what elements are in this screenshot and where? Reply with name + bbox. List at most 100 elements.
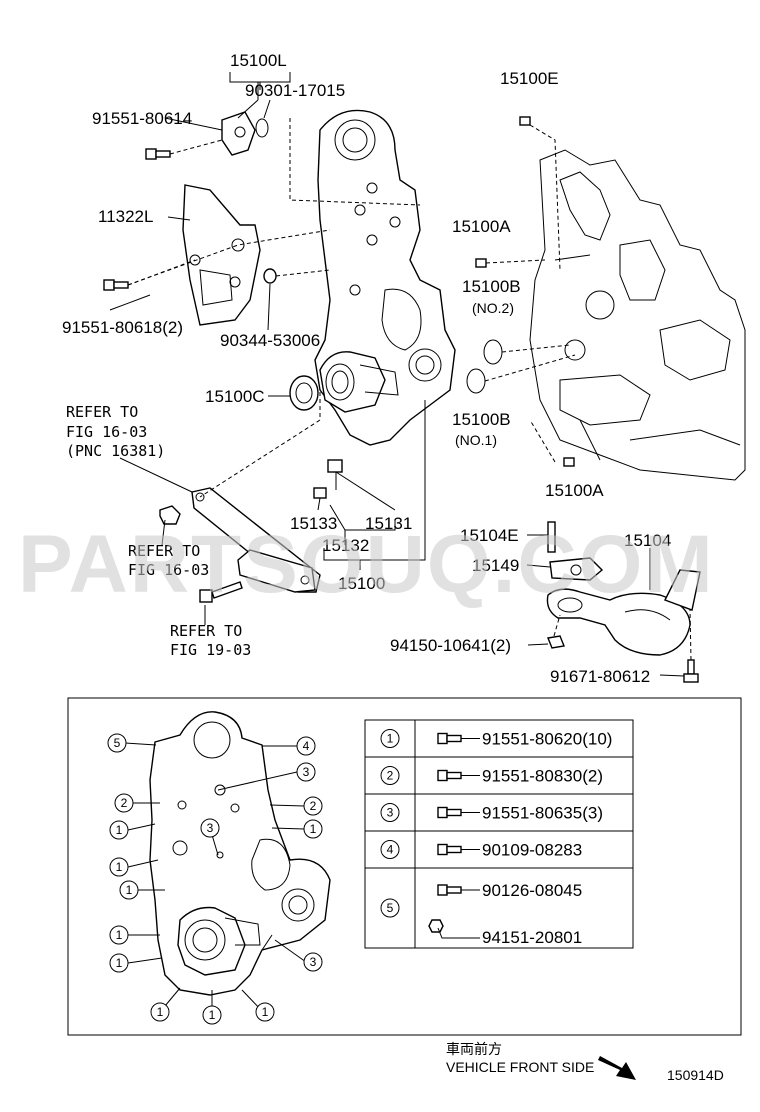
callout-number: 1: [116, 956, 123, 970]
refer-3-line-2: FIG 19-03: [170, 641, 251, 659]
direction-jp: 車両前方: [446, 1041, 502, 1057]
callout-number: 1: [209, 1008, 216, 1022]
callout-3: 3: [303, 952, 323, 972]
dowel-15100E: [519, 116, 531, 126]
callout-number: 3: [303, 765, 310, 779]
label-15100B-no2: 15100B: [462, 277, 521, 296]
plug-15133: [313, 487, 327, 499]
label-no1: (NO.1): [455, 432, 497, 448]
callout-1: 1: [303, 819, 323, 839]
label-90301-17015: 90301-17015: [245, 81, 345, 100]
bolt-91671: [683, 659, 699, 683]
label-11322L: 11322L: [98, 207, 153, 226]
label-15133: 15133: [290, 514, 337, 533]
bolt-icon: [437, 806, 462, 819]
legend-number: 4: [387, 843, 394, 857]
callout-5: 5: [107, 733, 127, 753]
label-15100A-top: 15100A: [452, 217, 511, 236]
label-15100: 15100: [338, 574, 385, 593]
refer-1-line-1: REFER TO: [66, 403, 138, 421]
callout-1: 1: [202, 1005, 222, 1025]
callout-number: 1: [116, 860, 123, 874]
direction-arrow-icon: [598, 1056, 636, 1080]
legend-row-1: 1 91551-80620(10): [380, 729, 612, 749]
callout-number: 2: [121, 796, 128, 810]
oring-15100B-no1: [466, 368, 486, 394]
bolt-icon: [437, 732, 462, 745]
gasket-15149: [549, 557, 604, 581]
label-15149: 15149: [472, 556, 519, 575]
label-91551-80614: 91551-80614: [92, 109, 192, 128]
callout-number: 2: [310, 799, 317, 813]
callout-number: 3: [207, 821, 214, 835]
refer-1-line-2: FIG 16-03: [66, 423, 147, 441]
nut-94150: [547, 635, 565, 649]
callout-number: 1: [126, 883, 133, 897]
bolt-icon: [428, 919, 444, 933]
legend-number: 1: [387, 732, 394, 746]
bolt-refer-19-03: [199, 581, 243, 603]
legend-part-number: 91551-80635(3): [482, 804, 603, 823]
callout-1: 1: [109, 857, 129, 877]
legend-part-number: 91551-80830(2): [482, 767, 603, 786]
label-94150-10641: 94150-10641(2): [390, 636, 511, 655]
callout-number: 1: [116, 928, 123, 942]
collar-90344-53006: [263, 268, 277, 284]
label-15104E: 15104E: [460, 526, 519, 545]
oil-seal-15100C: [289, 375, 319, 411]
legend-row-3: 3 91551-80635(3): [380, 803, 603, 823]
callout-1: 1: [119, 880, 139, 900]
callout-number: 1: [157, 1005, 164, 1019]
legend-part-number: 94151-20801: [482, 928, 582, 947]
label-15132: 15132: [322, 536, 369, 555]
stud-15104E: [547, 521, 556, 553]
callout-1: 1: [109, 820, 129, 840]
refer-2-line-1: REFER TO: [128, 542, 200, 560]
nut-refer-16-03: [159, 505, 181, 525]
callout-number: 5: [114, 736, 121, 750]
detail-cover-drawing: [149, 711, 331, 996]
bolt-icon: [437, 884, 462, 896]
callout-1: 1: [150, 1002, 170, 1022]
callout-number: 4: [303, 739, 310, 753]
callout-2: 2: [303, 796, 323, 816]
direction-en: VEHICLE FRONT SIDE: [446, 1059, 594, 1075]
label-no2: (NO.2): [472, 300, 514, 316]
legend-number: 5: [387, 901, 394, 915]
callout-3: 3: [200, 818, 220, 838]
bolt-91551-80618: [103, 279, 129, 291]
timing-chain-cover: [314, 109, 456, 446]
callout-number: 1: [310, 822, 317, 836]
label-15100E: 15100E: [500, 69, 559, 88]
legend-part-number: 91551-80620(10): [482, 730, 612, 749]
oil-strainer-15104: [546, 569, 701, 656]
detail-frame: [67, 697, 742, 1036]
bolt-icon: [437, 769, 462, 782]
callout-number: 3: [310, 955, 317, 969]
engine-block-outline: [529, 149, 746, 481]
callout-1: 1: [255, 1002, 275, 1022]
oring-15100B-no2: [483, 339, 503, 365]
label-91551-80618: 91551-80618(2): [62, 318, 183, 337]
dowel-15100A-top: [475, 258, 487, 268]
plug-15131: [327, 459, 343, 473]
label-90344-53006: 90344-53006: [220, 331, 320, 350]
callout-number: 1: [116, 823, 123, 837]
bracket-11322L: [182, 184, 261, 326]
dowel-15100A-bottom: [563, 457, 575, 467]
callout-2: 2: [114, 793, 134, 813]
bolt-91551-80614: [145, 148, 171, 160]
callout-1: 1: [109, 925, 129, 945]
callout-4: 4: [296, 736, 316, 756]
watermark: PARTSOUQ.COM: [18, 519, 715, 610]
sensor-15100L: [221, 111, 269, 156]
refer-2-line-2: FIG 16-03: [128, 561, 209, 579]
callout-3: 3: [296, 762, 316, 782]
legend-number: 3: [387, 806, 394, 820]
